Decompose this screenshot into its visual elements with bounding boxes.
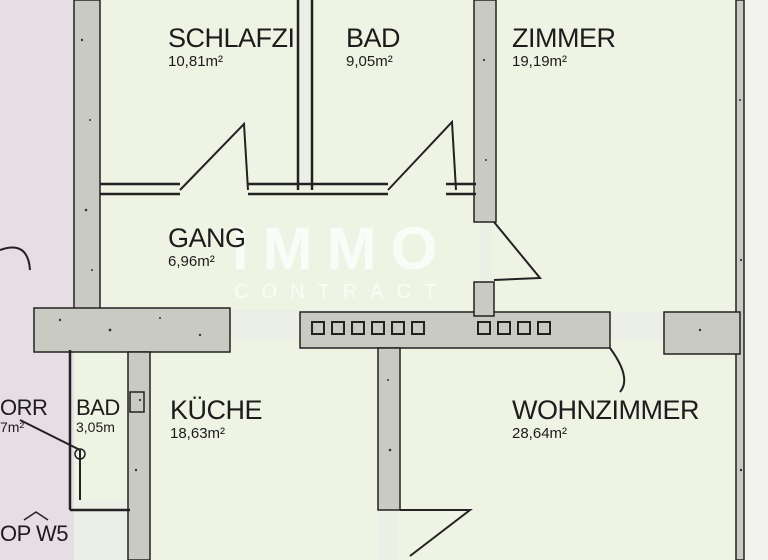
- room-korr-name: ORR: [0, 395, 48, 420]
- floor-zimmer: [492, 0, 736, 312]
- room-bad-area: 9,05m²: [346, 52, 393, 70]
- room-wohnzimmer: WOHNZIMMER 28,64m²: [512, 395, 699, 442]
- room-wohnzimmer-name: WOHNZIMMER: [512, 395, 699, 425]
- room-kueche-area: 18,63m²: [170, 424, 226, 442]
- unit-label-text: OP W5: [0, 521, 69, 546]
- room-bad-small-name: BAD: [76, 395, 120, 420]
- room-gang-name: GANG: [168, 223, 246, 253]
- vent-9: [517, 321, 531, 335]
- wall-right-outer: [735, 0, 745, 560]
- room-bad: BAD 9,05m²: [346, 23, 401, 70]
- floor-bad-small: [74, 350, 130, 500]
- vent-4: [371, 321, 385, 335]
- floor-gang: [100, 190, 480, 310]
- room-korr-area: 7m²: [0, 419, 25, 436]
- door-zimmer: [493, 221, 543, 281]
- room-schlafzi: SCHLAFZI 10,81m²: [168, 23, 295, 70]
- room-bad-small: BAD 3,05m: [76, 395, 120, 436]
- vent-7: [477, 321, 491, 335]
- door-wohnzimmer: [609, 347, 626, 393]
- vent-2: [331, 321, 345, 335]
- door-bad: [387, 119, 457, 191]
- vent-6: [411, 321, 425, 335]
- room-bad-small-area: 3,05m: [76, 419, 115, 436]
- stair-arrow: [23, 511, 49, 521]
- wall-kueche-wohn: [377, 347, 401, 511]
- wall-stub-gang: [473, 281, 495, 317]
- room-gang: GANG 6,96m²: [168, 223, 246, 270]
- floor-bad: [310, 0, 475, 190]
- room-schlafzi-area: 10,81m²: [168, 52, 224, 70]
- vent-10: [537, 321, 551, 335]
- door-kueche-bottom: [400, 509, 473, 557]
- wall-left-upper: [73, 0, 101, 311]
- wall-right-mid: [663, 311, 741, 355]
- room-schlafzi-name: SCHLAFZI: [168, 23, 295, 53]
- wall-zimmer-gang: [473, 0, 497, 223]
- vent-5: [391, 321, 405, 335]
- room-kueche: KÜCHE 18,63m²: [170, 395, 263, 442]
- room-gang-area: 6,96m²: [168, 252, 215, 270]
- room-zimmer: ZIMMER 19,19m²: [512, 23, 616, 70]
- door-schlafzi: [179, 121, 249, 191]
- unit-label: OP W5: [0, 521, 69, 546]
- wall-kueche-left: [127, 351, 151, 560]
- room-korr: ORR 7m²: [0, 395, 48, 436]
- room-zimmer-area: 19,19m²: [512, 52, 568, 70]
- vent-1: [311, 321, 325, 335]
- vent-8: [497, 321, 511, 335]
- door-bad-small: [19, 419, 81, 500]
- wall-corridor-band: [299, 311, 611, 349]
- wall-mid-horizontal: [33, 307, 231, 353]
- floor-kueche: [150, 340, 378, 560]
- room-wohnzimmer-area: 28,64m²: [512, 424, 568, 442]
- floor-schlafzi: [100, 0, 300, 190]
- fixture-radiator: [129, 391, 145, 413]
- vent-3: [351, 321, 365, 335]
- room-zimmer-name: ZIMMER: [512, 23, 616, 53]
- room-bad-name: BAD: [346, 23, 401, 53]
- door-left: [0, 246, 31, 271]
- neighbor-area: [0, 0, 74, 560]
- fixture-sink: [74, 448, 86, 460]
- room-kueche-name: KÜCHE: [170, 395, 263, 425]
